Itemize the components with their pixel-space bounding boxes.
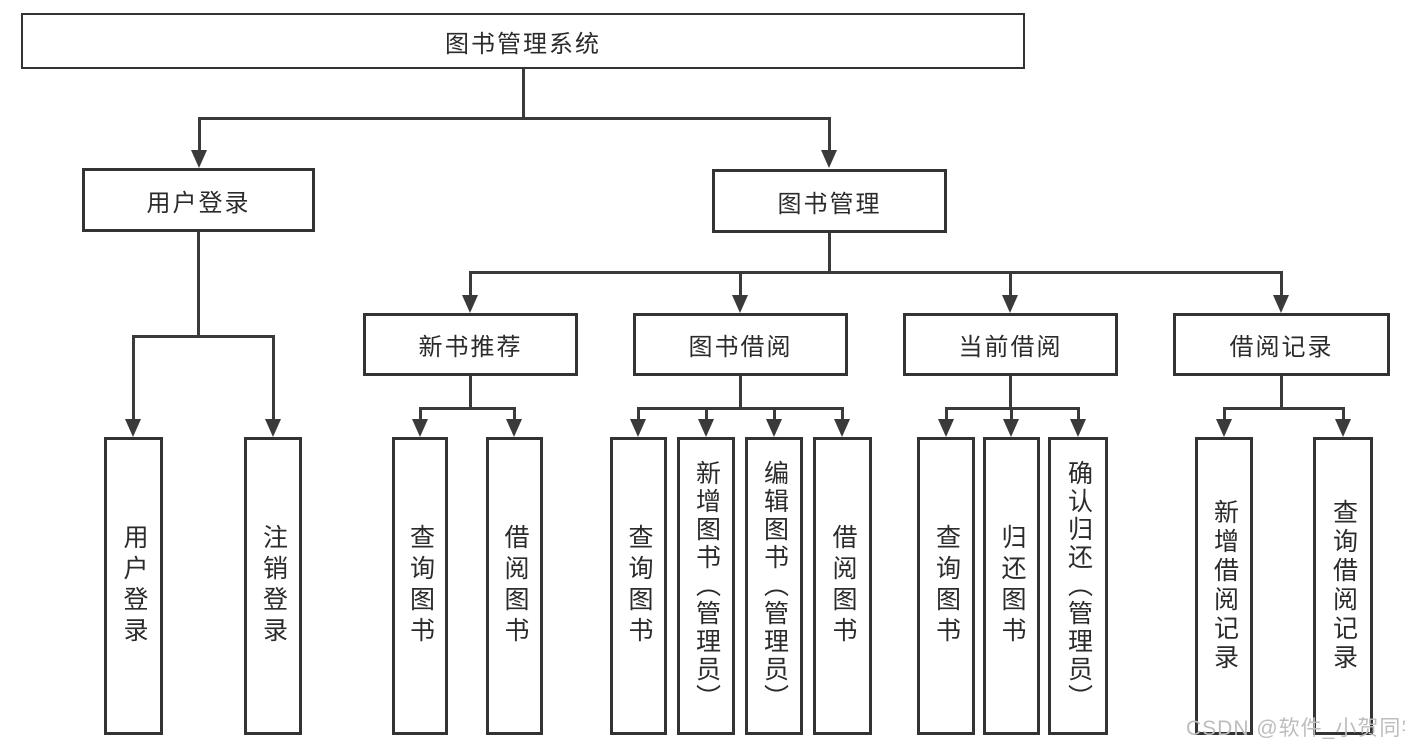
csdn-watermark: CSDN @软件_小贺同学	[1186, 717, 1405, 740]
edge-stem-current-borrow	[1009, 271, 1012, 295]
edge-stem-borrow-book-1	[513, 407, 516, 419]
leaf-edit-book-admin-label: 编辑图书（管理员）	[760, 460, 789, 712]
leaf-user-login: 用户登录	[104, 437, 163, 735]
leaf-borrow-book-1-label: 借阅图书	[501, 524, 529, 648]
leaf-query-book-2-label: 查询图书	[625, 524, 653, 648]
arrowhead-borrow-book-1	[506, 419, 522, 437]
arrowhead-new-book-rec	[462, 295, 478, 313]
edge-stem-confirm-return	[1077, 407, 1080, 419]
node-borrow-records: 借阅记录	[1173, 313, 1390, 376]
leaf-query-book-1: 查询图书	[392, 437, 448, 735]
leaf-edit-book-admin: 编辑图书（管理员）	[745, 437, 803, 735]
leaf-query-book-3-label: 查询图书	[932, 524, 961, 648]
edge-stem-query-book-1	[419, 407, 422, 419]
node-root: 图书管理系统	[21, 13, 1025, 69]
edge-book-borrow-bus	[637, 407, 844, 410]
arrowhead-book-borrow	[732, 295, 748, 313]
arrowhead-borrow-book-2	[834, 419, 850, 437]
leaf-borrow-book-1: 借阅图书	[486, 437, 543, 735]
leaf-add-book-admin-label: 新增图书（管理员）	[692, 460, 721, 712]
edge-stem-query-book-3	[945, 407, 948, 419]
arrowhead-leaf-logout	[265, 419, 281, 437]
leaf-add-borrow-record: 新增借阅记录	[1195, 437, 1253, 735]
edge-stem-new-book-rec	[469, 271, 472, 295]
node-new-book-rec: 新书推荐	[363, 313, 578, 376]
leaf-return-book-label: 归还图书	[998, 524, 1026, 648]
node-new-book-rec-label: 新书推荐	[418, 334, 523, 361]
edge-user-login-bus	[132, 335, 275, 338]
arrowhead-return-book	[1003, 419, 1019, 437]
arrowhead-leaf-user-login	[125, 419, 141, 437]
leaf-logout-label: 注销登录	[259, 524, 288, 648]
edge-borrow-records-stem	[1280, 376, 1283, 410]
edge-new-book-rec-stem	[469, 376, 472, 410]
node-current-borrow: 当前借阅	[903, 313, 1118, 376]
leaf-borrow-book-2: 借阅图书	[813, 437, 872, 735]
edge-new-book-rec-bus	[419, 407, 516, 410]
node-current-borrow-label: 当前借阅	[958, 334, 1063, 361]
arrowhead-query-book-2	[630, 419, 646, 437]
leaf-query-book-3: 查询图书	[917, 437, 975, 735]
edge-stem-add-borrow-record	[1223, 407, 1226, 419]
arrowhead-query-book-1	[412, 419, 428, 437]
edge-stem-query-borrow-record	[1342, 407, 1345, 419]
arrowhead-user-login	[191, 150, 207, 168]
leaf-query-book-2: 查询图书	[610, 437, 667, 735]
arrowhead-current-borrow	[1002, 295, 1018, 313]
leaf-return-book: 归还图书	[983, 437, 1040, 735]
edge-root-stem	[522, 69, 525, 117]
arrowhead-confirm-return	[1070, 419, 1086, 437]
edge-stem-edit-book-admin	[773, 407, 776, 419]
edge-book-borrow-stem	[739, 376, 742, 410]
edge-stem-leaf-user-login	[132, 335, 135, 419]
leaf-user-login-label: 用户登录	[120, 524, 148, 648]
node-user-login: 用户登录	[82, 168, 315, 232]
leaf-query-book-1-label: 查询图书	[406, 524, 435, 648]
edge-stem-leaf-logout	[272, 335, 275, 419]
leaf-add-borrow-record-label: 新增借阅记录	[1210, 499, 1239, 673]
node-book-borrow: 图书借阅	[633, 313, 848, 376]
edge-stem-return-book	[1010, 407, 1013, 419]
edge-stem-book-borrow	[739, 271, 742, 295]
edge-root-bus	[198, 117, 831, 120]
edge-stem-user-login	[198, 117, 201, 150]
node-borrow-records-label: 借阅记录	[1229, 334, 1334, 361]
edge-stem-add-book-admin	[705, 407, 708, 419]
edge-current-borrow-stem	[1009, 376, 1012, 410]
leaf-add-book-admin: 新增图书（管理员）	[677, 437, 735, 735]
node-book-borrow-label: 图书借阅	[688, 334, 793, 361]
arrowhead-book-mgmt	[821, 150, 837, 168]
arrowhead-add-borrow-record	[1216, 419, 1232, 437]
edge-stem-book-mgmt	[828, 117, 831, 150]
edge-user-login-stem	[197, 232, 200, 338]
leaf-query-borrow-record-label: 查询借阅记录	[1329, 499, 1358, 673]
node-root-label: 图书管理系统	[445, 30, 601, 58]
edge-stem-query-book-2	[637, 407, 640, 419]
edge-stem-borrow-book-2	[841, 407, 844, 419]
node-book-mgmt: 图书管理	[712, 169, 947, 233]
leaf-confirm-return-admin: 确认归还（管理员）	[1048, 437, 1108, 735]
edge-book-mgmt-stem	[828, 233, 831, 274]
edge-stem-borrow-records	[1280, 271, 1283, 295]
edge-borrow-records-bus	[1223, 407, 1345, 410]
arrowhead-edit-book-admin	[766, 419, 782, 437]
arrowhead-query-book-3	[938, 419, 954, 437]
leaf-query-borrow-record: 查询借阅记录	[1313, 437, 1373, 735]
arrowhead-query-borrow-record	[1335, 419, 1351, 437]
leaf-borrow-book-2-label: 借阅图书	[829, 524, 857, 648]
arrowhead-borrow-records	[1273, 295, 1289, 313]
leaf-confirm-return-admin-label: 确认归还（管理员）	[1064, 460, 1093, 712]
node-user-login-label: 用户登录	[146, 189, 251, 217]
node-book-mgmt-label: 图书管理	[777, 190, 882, 218]
edge-book-mgmt-bus	[469, 271, 1283, 274]
arrowhead-add-book-admin	[698, 419, 714, 437]
leaf-logout: 注销登录	[244, 437, 302, 735]
